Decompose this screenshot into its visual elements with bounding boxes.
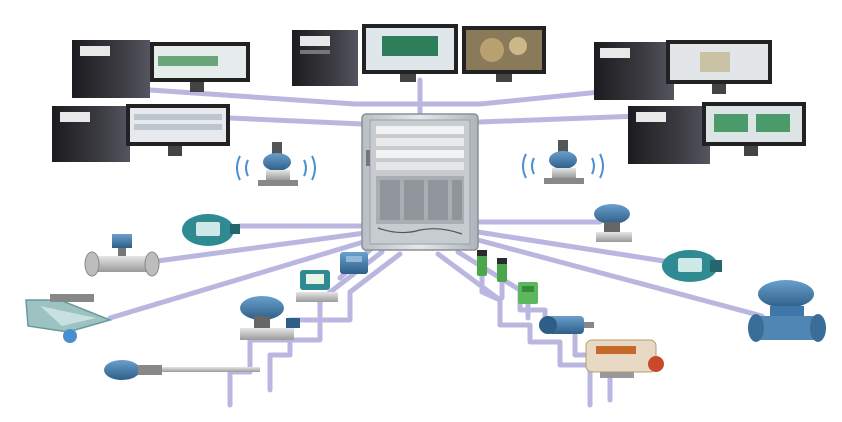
junction-box — [340, 252, 368, 274]
link-mag-meter — [475, 237, 765, 319]
workstation-top-center — [292, 24, 546, 86]
display-transmitter-left — [182, 214, 240, 246]
pressure-transmitter-right — [594, 204, 632, 242]
link-left-upper — [227, 115, 365, 127]
link-proximity-1 — [479, 269, 503, 303]
digital-indicator — [296, 270, 338, 302]
workstation-mid-left — [52, 104, 230, 162]
link-bus-right-a — [435, 251, 593, 408]
link-coriolis — [107, 237, 373, 321]
wireless-transmitter-left — [236, 142, 316, 186]
coriolis-meter — [25, 294, 113, 343]
valve-positioner — [585, 339, 664, 378]
network-lines — [107, 77, 765, 408]
pressure-transmitter-center — [240, 296, 300, 340]
wireless-transmitter-right — [522, 140, 604, 184]
link-right-upper — [477, 113, 643, 125]
temperature-probe — [104, 360, 260, 380]
controller-cabinet — [361, 113, 479, 251]
flow-meter-left — [84, 234, 160, 277]
motor — [539, 316, 594, 334]
proximity-sensor-1 — [477, 250, 487, 276]
link-display-right — [475, 229, 673, 265]
link-flow-left — [147, 230, 368, 265]
workstation-top-right — [594, 40, 772, 100]
workstation-top-left — [72, 40, 250, 98]
proximity-sensor-2 — [497, 258, 507, 282]
link-top-ring — [147, 85, 643, 107]
workstation-mid-right — [628, 102, 806, 164]
magnetic-flow-meter — [748, 280, 826, 342]
display-transmitter-right — [662, 250, 722, 282]
limit-switch — [518, 282, 538, 304]
